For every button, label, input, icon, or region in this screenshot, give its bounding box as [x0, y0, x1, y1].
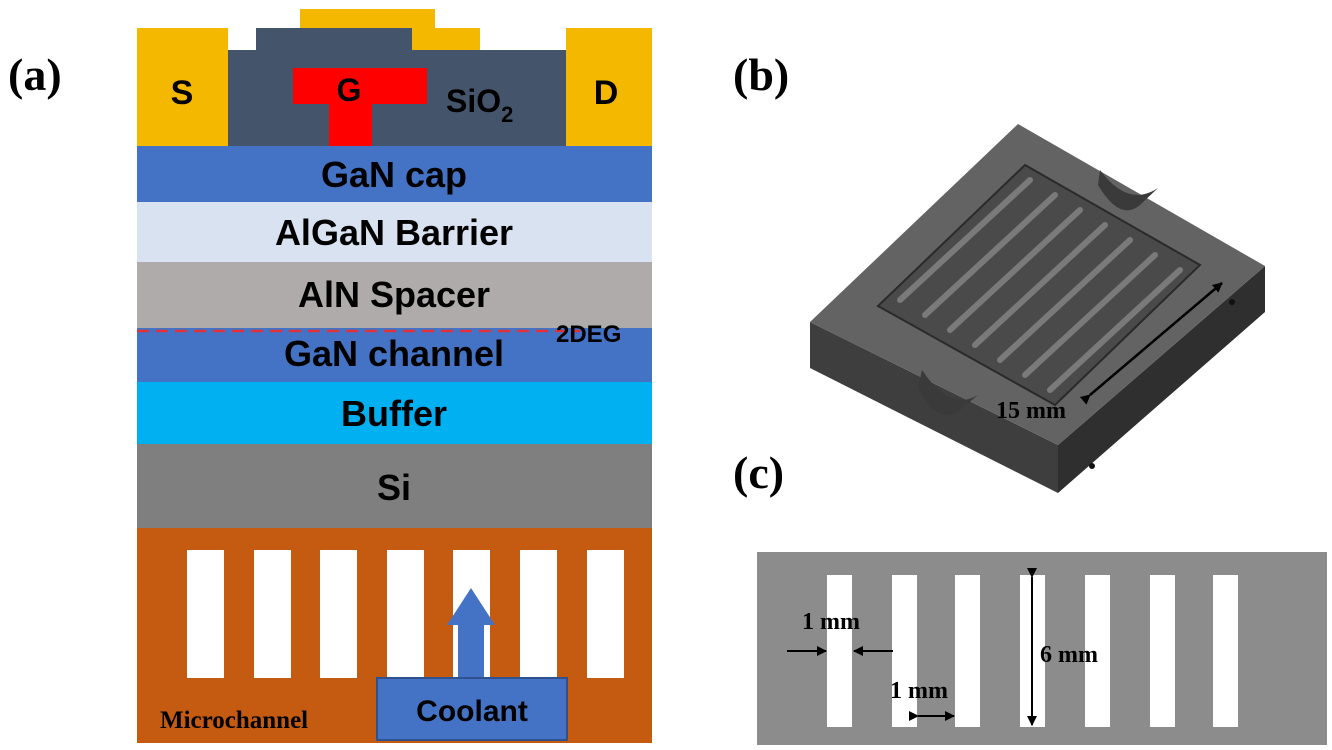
microchannel-slot	[320, 550, 357, 678]
si-substrate-layer	[137, 444, 652, 528]
side-port-icon	[1089, 463, 1095, 469]
sio2-label-sub: 2	[501, 102, 513, 127]
buffer-label: Buffer	[341, 393, 447, 434]
gan-channel-layer	[137, 328, 652, 382]
coolant-label: Coolant	[416, 695, 528, 728]
coolant-arrow-icon	[447, 588, 495, 680]
2deg-label: 2DEG	[556, 321, 621, 348]
side-port-icon	[1229, 299, 1235, 305]
algan-barrier-layer	[137, 202, 652, 262]
section-channel	[1213, 575, 1238, 727]
si-label: Si	[377, 467, 411, 508]
microchannel-slot	[520, 550, 557, 678]
buffer-layer	[137, 382, 652, 444]
gan-cap-layer	[137, 146, 652, 202]
microchannel-slot	[187, 550, 224, 678]
device-top: S D G SiO2	[137, 9, 652, 146]
field-plate	[300, 9, 480, 50]
outlet-notch	[918, 370, 978, 416]
cold-plate-3d: 15 mm	[810, 124, 1265, 493]
source-label: S	[171, 74, 194, 112]
section-channel	[1150, 575, 1175, 727]
microchannel-slot	[587, 550, 624, 678]
layer-stack: GaN cap AlGaN Barrier AlN Spacer GaN cha…	[137, 146, 652, 528]
channel-cross-section: 1 mm 1 mm 6 mm	[757, 552, 1327, 745]
gan-cap-label: GaN cap	[321, 154, 467, 195]
panel-label-c: (c)	[733, 447, 784, 498]
section-channel	[955, 575, 980, 727]
panel-label-a: (a)	[8, 49, 62, 100]
algan-barrier-label: AlGaN Barrier	[275, 212, 513, 253]
drain-contact	[566, 28, 652, 146]
microchannel-slot	[387, 550, 424, 678]
dimension-arrow-15mm	[1079, 282, 1223, 405]
section-channel	[1085, 575, 1110, 727]
dimension-15mm-label: 15 mm	[996, 398, 1066, 424]
sio2-label: SiO2	[446, 83, 513, 127]
section-channel	[892, 575, 917, 727]
sio2-label-main: SiO	[446, 83, 501, 119]
microchannel-slot	[254, 550, 291, 678]
width-1mm-label: 1 mm	[802, 609, 860, 635]
inlet-notch	[1098, 170, 1158, 211]
gan-channel-label: GaN channel	[284, 333, 504, 374]
microchannel-label: Microchannel	[160, 707, 308, 734]
microchannel-heatsink: Coolant Microchannel	[137, 528, 652, 743]
panel-label-b: (b)	[733, 49, 789, 100]
t-gate	[293, 68, 427, 146]
gate-label: G	[337, 72, 362, 108]
aln-spacer-label: AlN Spacer	[298, 274, 490, 315]
section-channel	[827, 575, 852, 727]
drain-label: D	[594, 74, 619, 112]
aln-spacer-layer	[137, 262, 652, 328]
height-6mm-label: 6 mm	[1040, 642, 1098, 668]
gap-1mm-label: 1 mm	[890, 678, 948, 704]
source-contact	[137, 28, 228, 146]
coolant-box	[376, 677, 568, 741]
